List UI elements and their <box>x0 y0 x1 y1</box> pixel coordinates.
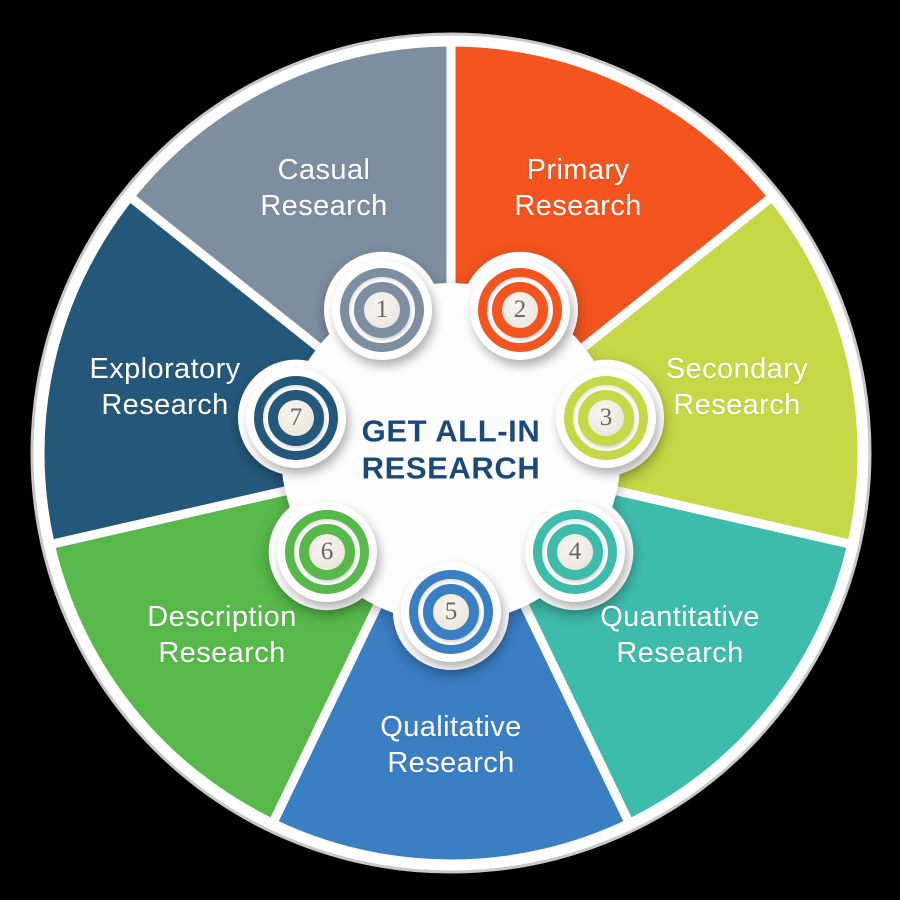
badge-core: 1 <box>354 282 410 338</box>
segment-label-line: Secondary <box>665 353 809 386</box>
segment-label-line: Qualitative <box>380 711 522 744</box>
center-title-line2: RESEARCH <box>361 450 541 485</box>
badge-number: 5 <box>444 598 458 625</box>
segment-label-line: Casual <box>277 154 371 187</box>
badge-2: 2 <box>470 260 570 360</box>
badge-number: 7 <box>289 404 303 431</box>
segment-label-line: Research <box>101 389 229 421</box>
segment-label-line: Exploratory <box>89 353 241 386</box>
badge-4: 4 <box>525 502 625 602</box>
badge-6: 6 <box>277 502 377 602</box>
badge-7: 7 <box>246 368 346 468</box>
badge-number: 6 <box>320 538 334 565</box>
badge-number: 3 <box>599 404 613 431</box>
badge-ring: 2 <box>478 268 562 352</box>
center-title-line1: GET ALL-IN <box>361 413 541 449</box>
segment-label-line: Research <box>616 637 744 669</box>
badge-core: 3 <box>578 390 634 446</box>
badge-core: 2 <box>492 282 548 338</box>
segment-label-line: Description <box>147 601 297 634</box>
segment-label-line: Research <box>514 190 642 222</box>
badge-core: 6 <box>299 524 355 580</box>
badge-core: 7 <box>268 390 324 446</box>
center-title: GET ALL-IN RESEARCH <box>362 413 541 486</box>
badge-1: 1 <box>332 260 432 360</box>
badge-ring: 6 <box>285 510 369 594</box>
badge-number: 2 <box>513 296 527 323</box>
badge-ring: 5 <box>409 570 493 654</box>
segment-label-line: Quantitative <box>600 601 760 634</box>
segment-label-line: Primary <box>526 154 630 187</box>
segment-label-line: Research <box>158 637 286 669</box>
segment-label-line: Research <box>260 190 388 222</box>
badge-number: 1 <box>375 296 389 323</box>
badge-5: 5 <box>401 562 501 662</box>
badge-ring: 4 <box>533 510 617 594</box>
badge-core: 5 <box>423 584 479 640</box>
badge-ring: 7 <box>254 376 338 460</box>
badge-core: 4 <box>547 524 603 580</box>
badge-number: 4 <box>568 538 582 565</box>
segment-label-line: Research <box>387 747 515 779</box>
badge-3: 3 <box>556 368 656 468</box>
badge-ring: 1 <box>340 268 424 352</box>
segment-label-line: Research <box>673 389 801 421</box>
badge-ring: 3 <box>564 376 648 460</box>
